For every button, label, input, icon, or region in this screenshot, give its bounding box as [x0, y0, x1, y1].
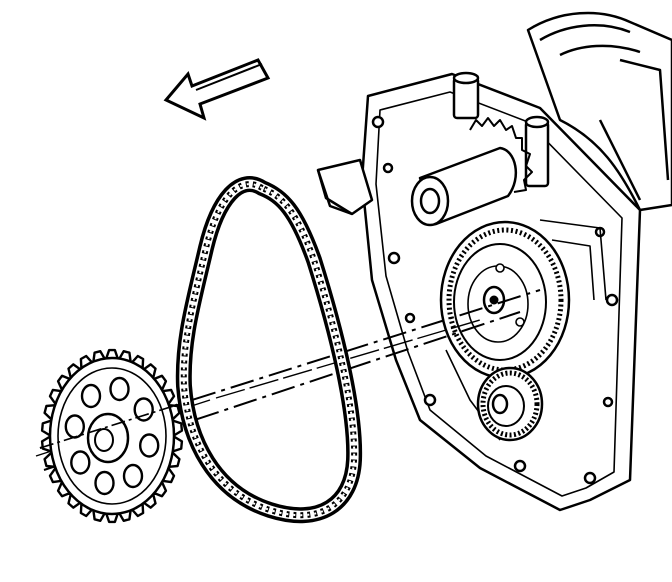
sprocket-hole	[70, 450, 91, 475]
sprocket-hole	[138, 433, 160, 458]
sprocket-hole	[80, 383, 102, 409]
sprocket-hole	[109, 376, 130, 402]
sprocket-hole	[133, 397, 154, 422]
direction-arrow-icon	[163, 58, 271, 121]
crankshaft-gear-icon	[476, 366, 544, 442]
timing-chain-icon	[175, 176, 363, 524]
sprocket-hole	[94, 470, 115, 496]
sprocket-holes	[64, 376, 160, 496]
camshaft-gear-icon	[439, 220, 571, 380]
sprocket-hole	[64, 414, 86, 439]
camshaft-sprocket-icon	[40, 348, 184, 524]
sprocket-hole	[122, 463, 144, 489]
